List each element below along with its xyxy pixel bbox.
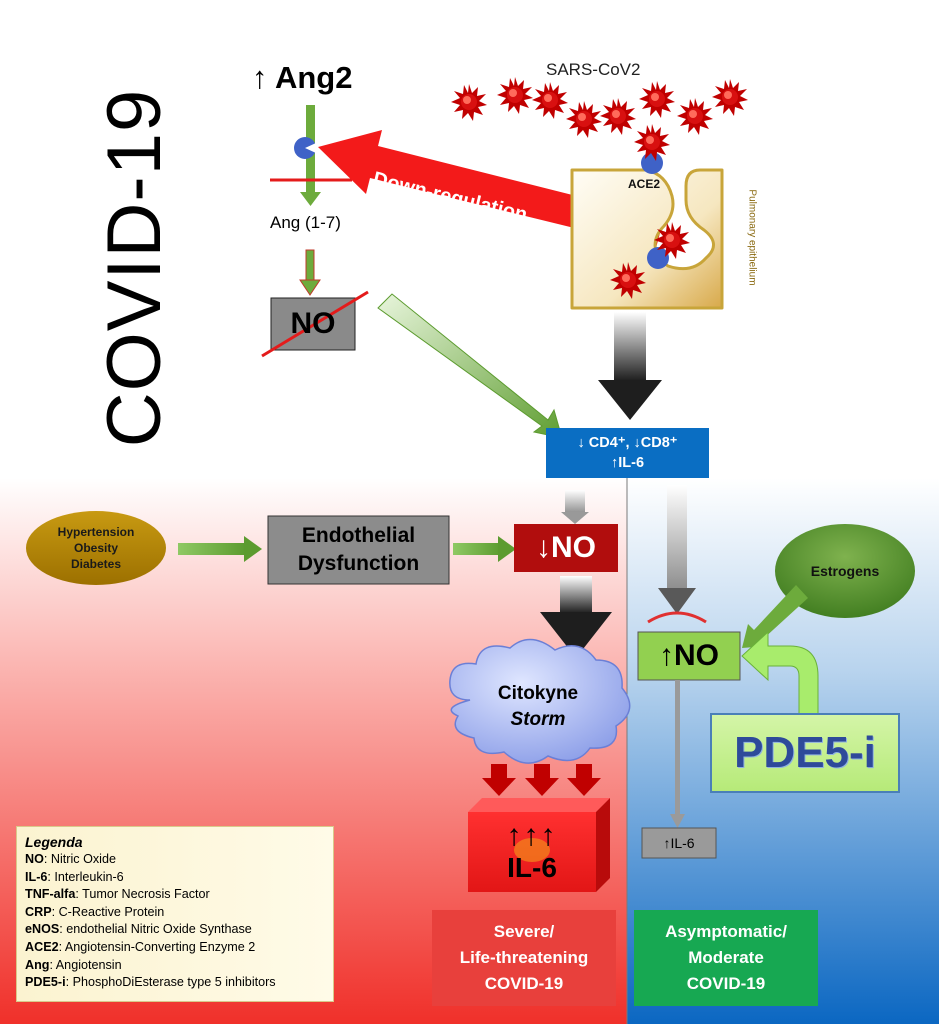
storm-line2: Storm [510,709,566,730]
gray-arrow-to-cd [598,312,662,420]
no-up-label: ↑NO [659,639,719,672]
arrow-endothelial-to-no [453,536,516,562]
pde5-label: PDE5-i [734,728,876,777]
legend-def: : Interleukin-6 [47,869,124,884]
green-arrow-no-to-cd [377,293,563,439]
legend-item: PDE5-i: PhosphoDiEsterase type 5 inhibit… [25,974,325,992]
pde5-box [710,713,900,793]
arrow-cd-to-no-down [561,490,589,524]
ace2-label: ACE2 [628,177,661,191]
severe-box [432,910,616,1006]
legend-def: : Nitric Oxide [43,852,116,866]
legend-item: IL-6: Interleukin-6 [25,869,325,887]
endothelial-label: Endothelial Dysfunction [268,516,449,584]
il6-small-label: ↑IL-6 [663,835,695,851]
storm-line1: Citokyne [497,683,579,704]
cd4-cd8-line1: ↓ CD4⁺, ↓CD8⁺ [577,435,678,451]
legend-term: TNF-alfa [25,887,76,902]
endothelial-box [267,515,450,585]
legend-def: : Angiotensin [49,957,122,972]
pulmonary-epithelium [570,168,724,310]
virus-label: SARS-CoV2 [546,60,641,79]
legend-item: Ang: Angiotensin [25,957,325,975]
no-up-box [637,631,741,681]
arrow-pde5-to-no [741,630,819,715]
severe-line2: Life-threatening [459,948,589,967]
legend-box: Legenda NO: Nitric Oxide IL-6: Interleuk… [16,826,334,1002]
asym-line1: Asymptomatic/ [665,922,787,941]
risk-factors-label: Hypertension Obesity Diabetes [26,511,166,585]
ace2-receptor [641,152,663,174]
ang2-label: ↑ Ang2 [252,60,353,95]
severe-line1: Severe/ [493,922,555,941]
legend-def: : PhosphoDiEsterase type 5 inhibitors [65,975,276,990]
risk-hypertension: Hypertension [57,525,135,539]
legend-item: TNF-alfa: Tumor Necrosis Factor [25,886,325,904]
pulmonary-label: Pulmonary epithelium [746,189,758,286]
no-crossed-label: NO [290,307,336,340]
arrow-cd-to-no-up [658,485,696,614]
no-down-box [514,524,618,572]
legend-term: PDE5-i [25,975,66,990]
endothelial-line1: Endothelial [301,524,416,547]
arrow-estrogens-to-no [742,585,808,648]
legend-def: : Tumor Necrosis Factor [75,887,210,902]
no-down-label: ↓NO [536,531,596,564]
ace2-receptor-bound [647,247,669,269]
asym-line3: COVID-19 [686,974,766,993]
cross-line [261,290,369,358]
legend-term: ACE2 [25,939,59,954]
legend-title: Legenda [25,834,83,850]
legend-term: Ang [25,957,50,972]
severe-label: Severe/ Life-threatening COVID-19 [432,910,616,1006]
legend-def: : endothelial Nitric Oxide Synthase [59,922,252,937]
cytokine-storm-cloud [449,638,631,764]
il6-big-box [468,798,610,892]
severe-line3: COVID-19 [484,974,564,993]
estrogens-label: Estrogens [810,563,880,579]
risk-obesity: Obesity [73,541,118,555]
legend-def: : C-Reactive Protein [51,904,165,919]
legend-def: : Angiotensin-Converting Enzyme 2 [58,939,256,954]
legend-item: CRP: C-Reactive Protein [25,904,325,922]
il6-small-box [641,827,717,859]
title: COVID-19 [92,88,177,448]
inhibition-arc [647,611,707,624]
estrogens-oval [775,524,915,618]
legend-term: IL-6 [25,869,48,884]
arrow-no-to-storm [540,576,612,658]
red-arrows-to-il6 [482,764,601,796]
cd4-cd8-box [546,428,709,478]
il6-big-arrows: ↑↑↑ [506,819,558,852]
legend-item: eNOS: endothelial Nitric Oxide Synthase [25,921,325,939]
storm-label: Citokyne Storm [458,672,618,742]
ang17-label: Ang (1-7) [270,213,341,232]
risk-factors-oval [26,511,166,585]
legend-item: NO: Nitric Oxide [25,851,325,869]
endothelial-line2: Dysfunction [297,552,420,575]
legend-term: CRP [25,904,52,919]
risk-diabetes: Diabetes [70,557,122,571]
legend-term: NO [25,852,44,866]
ang17-arrow [299,279,321,296]
asym-line2: Moderate [688,948,764,967]
il6-big-label: ↑↑↑ IL-6 [468,812,596,892]
legend-item: ACE2: Angiotensin-Converting Enzyme 2 [25,939,325,957]
cd4-cd8-label: ↓ CD4⁺, ↓CD8⁺ ↑IL-6 [546,428,709,478]
cd4-cd8-line2: ↑IL-6 [610,455,645,471]
arrow-no-to-il6 [670,680,685,828]
asymptomatic-box [634,910,818,1006]
legend-term: eNOS [25,922,60,937]
il6-big-text: IL-6 [507,852,557,883]
arrow-risk-to-endothelial [178,536,262,562]
asymptomatic-label: Asymptomatic/ Moderate COVID-19 [634,910,818,1006]
